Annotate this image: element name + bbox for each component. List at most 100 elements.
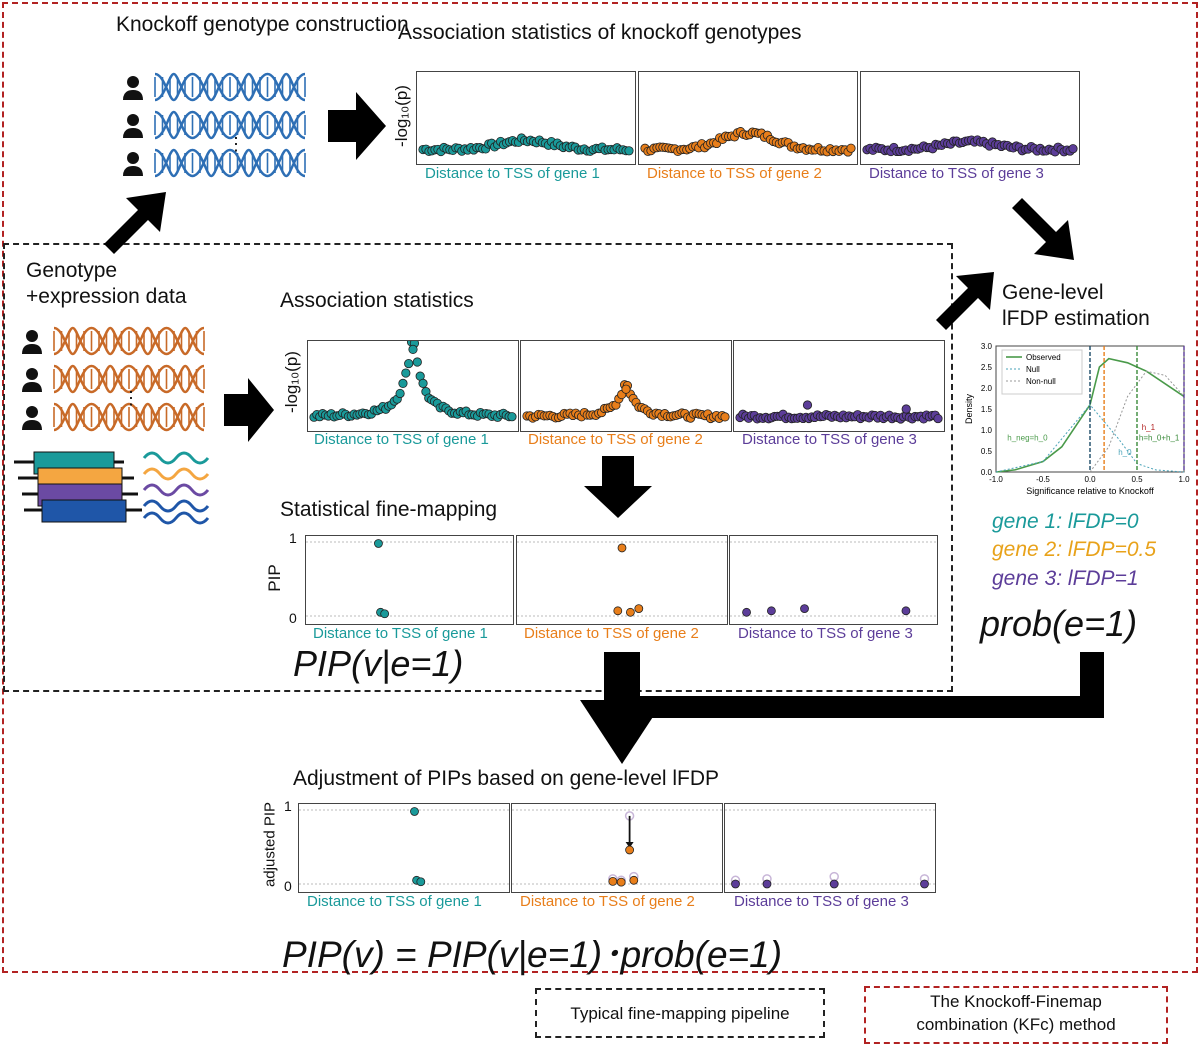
assoc-panel-gene3 xyxy=(733,340,945,432)
pip-point xyxy=(634,604,644,613)
dna-icon xyxy=(53,326,205,432)
adjust-panel-gene1 xyxy=(298,803,510,893)
y-tick: 3.0 xyxy=(981,342,993,351)
density-line xyxy=(995,404,1185,473)
arrow-down-icon xyxy=(584,456,652,518)
y-axis-label: Density xyxy=(964,393,974,424)
knockoff-panel-gene1 xyxy=(416,71,636,165)
finemap-title: Statistical fine-mapping xyxy=(280,498,498,521)
knockoff-xlabel-gene3: Distance to TSS of gene 3 xyxy=(869,165,1044,182)
assoc-panel-gene2 xyxy=(520,340,732,432)
data-point xyxy=(507,412,517,422)
pip-point xyxy=(626,607,635,617)
assoc-ylabel: -log₁₀(p) xyxy=(282,351,301,413)
knockoff-xlabel-gene1: Distance to TSS of gene 1 xyxy=(425,165,600,182)
finemap-panel-gene3 xyxy=(729,535,938,625)
knockoff-title: Knockoff genotype construction xyxy=(116,13,409,36)
adjust-xlabel-gene2: Distance to TSS of gene 2 xyxy=(520,893,695,910)
dna-icon xyxy=(154,72,306,178)
original-pip-point xyxy=(829,871,839,882)
peak-point xyxy=(621,384,631,394)
adjust-xlabel-gene1: Distance to TSS of gene 1 xyxy=(307,893,482,910)
finemap-xlabel-gene2: Distance to TSS of gene 2 xyxy=(524,625,699,642)
data-point xyxy=(802,400,813,410)
adjust-panel-gene3 xyxy=(724,803,936,893)
pip-point xyxy=(616,877,626,887)
finemap-panel-gene2 xyxy=(516,535,728,625)
data-point xyxy=(412,357,422,367)
pip-point xyxy=(901,606,911,616)
data-point xyxy=(720,412,730,422)
pip-point xyxy=(920,879,929,889)
pip-point xyxy=(374,539,383,548)
prob-formula: prob(e=1) xyxy=(980,603,1138,644)
data-point xyxy=(418,378,428,388)
final-pip-formula: PIP(v) = PIP(v|e=1)･prob(e=1) xyxy=(282,934,783,975)
pip-point xyxy=(731,879,740,889)
connector-arrow xyxy=(580,652,1104,764)
arrow-right-icon xyxy=(224,378,274,442)
lfdp-gene3: gene 3: lFDP=1 xyxy=(992,567,1139,590)
adjust-ytick-0: 0 xyxy=(284,878,292,894)
arrow-up-right-icon xyxy=(104,192,166,254)
data-point xyxy=(1068,144,1078,154)
y-tick: 1.0 xyxy=(981,426,993,435)
assoc-xlabel-gene2: Distance to TSS of gene 2 xyxy=(528,431,703,448)
data-point xyxy=(398,378,408,388)
x-tick: -0.5 xyxy=(1036,475,1050,484)
knockoff-panel-gene2 xyxy=(638,71,858,165)
annotation: h_1 xyxy=(1142,423,1156,432)
typical-pipeline-boundary xyxy=(3,243,953,692)
pip-point xyxy=(380,609,390,619)
pip-point xyxy=(762,879,772,889)
pip-point xyxy=(625,845,634,855)
data-point xyxy=(404,358,414,369)
peak-point xyxy=(408,344,418,354)
pip-point xyxy=(613,606,623,616)
pip-point xyxy=(608,877,618,886)
y-tick: 1.5 xyxy=(981,405,993,414)
legend-entry: Observed xyxy=(1026,353,1061,362)
pip-point xyxy=(800,604,809,613)
data-point xyxy=(401,368,411,378)
y-tick: 2.5 xyxy=(981,363,993,372)
pip-point xyxy=(767,606,776,616)
finemap-panel-gene1 xyxy=(305,535,514,625)
assoc-title: Association statistics xyxy=(280,289,474,312)
adjust-title: Adjustment of PIPs based on gene-level l… xyxy=(293,767,720,790)
annotation: h=h_0+h_1 xyxy=(1139,434,1180,443)
legend-typical: Typical fine-mapping pipeline xyxy=(535,988,825,1038)
adjust-ylabel: adjusted PIP xyxy=(261,801,279,888)
data-point xyxy=(933,413,943,424)
svg-text:⋮: ⋮ xyxy=(122,388,140,408)
pip-point xyxy=(416,877,426,887)
pip-conditional-formula: PIP(v|e=1) xyxy=(293,643,464,684)
gene-level-title: Gene-level lFDP estimation xyxy=(1002,281,1150,330)
knockoff-assoc-ylabel: -log₁₀(p) xyxy=(392,85,411,147)
knockoff-xlabel-gene2: Distance to TSS of gene 2 xyxy=(647,165,822,182)
genotype-graphic: ⋮ xyxy=(14,326,210,525)
legend-kfc: The Knockoff-Finemap combination (KFc) m… xyxy=(864,986,1168,1044)
finemap-ylabel: PIP xyxy=(265,564,284,592)
x-tick: -1.0 xyxy=(989,475,1003,484)
x-tick: 1.0 xyxy=(1178,475,1190,484)
finemap-xlabel-gene3: Distance to TSS of gene 3 xyxy=(738,625,913,642)
pip-point xyxy=(410,807,419,816)
finemap-ytick-0: 0 xyxy=(289,610,297,626)
arrow-right-icon xyxy=(328,92,386,160)
person-icon xyxy=(123,76,143,176)
data-point xyxy=(395,388,405,399)
knockoff-genotypes-graphic: ⋮ xyxy=(123,72,306,178)
lfdp-gene1: gene 1: lFDP=0 xyxy=(992,510,1139,533)
legend-entry: Null xyxy=(1026,365,1040,374)
y-tick: 0.0 xyxy=(981,468,993,477)
finemap-xlabel-gene1: Distance to TSS of gene 1 xyxy=(313,625,488,642)
x-tick: 0.0 xyxy=(1084,475,1096,484)
legend-entry: Non-null xyxy=(1026,377,1056,386)
arrow-down-right-icon xyxy=(1012,198,1074,260)
annotation: h_neg=h_0 xyxy=(1007,434,1048,443)
data-point xyxy=(624,146,634,156)
assoc-xlabel-gene1: Distance to TSS of gene 1 xyxy=(314,431,489,448)
x-axis-label: Significance relative to Knockoff xyxy=(1026,486,1154,496)
